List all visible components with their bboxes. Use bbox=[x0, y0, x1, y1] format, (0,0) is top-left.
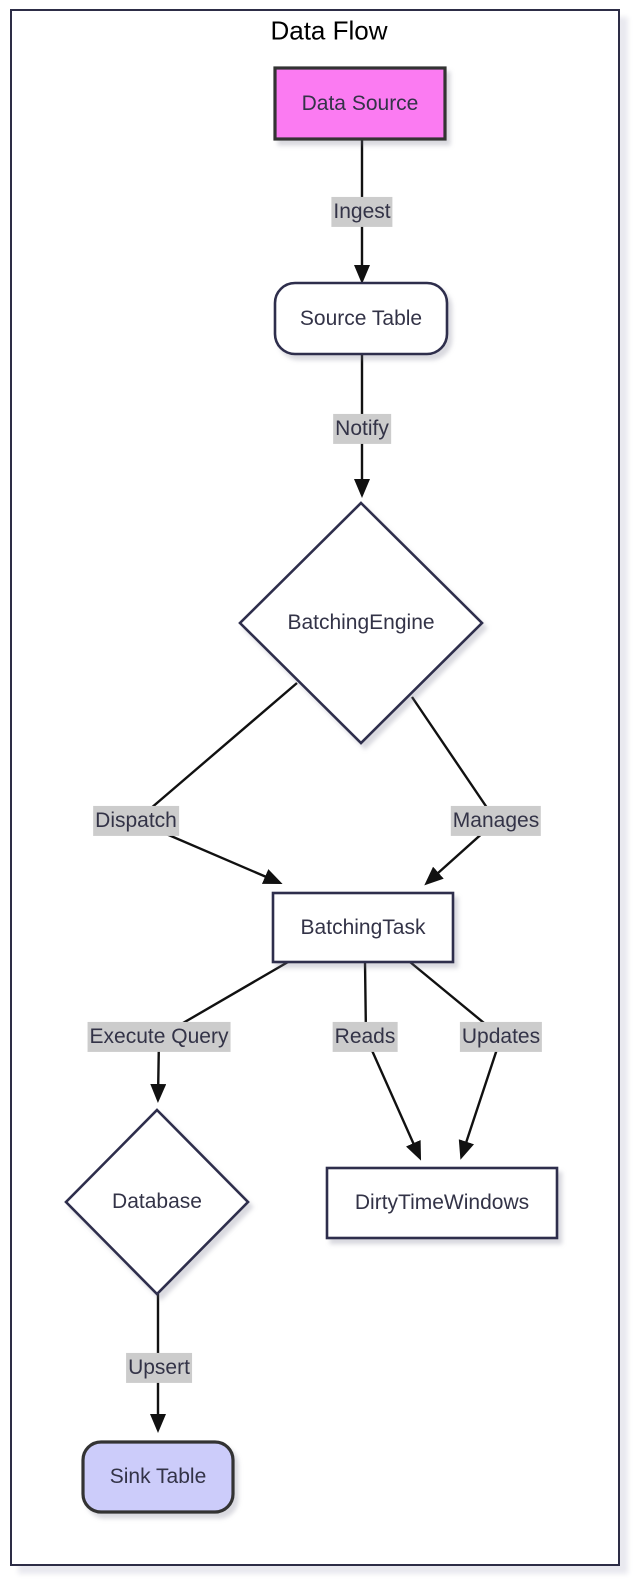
node-label-source-table: Source Table bbox=[299, 307, 423, 330]
node-label-database: Database bbox=[112, 1190, 202, 1213]
node-database bbox=[64, 1108, 250, 1296]
edge-label-manages: Manages bbox=[450, 805, 542, 837]
edge-updates bbox=[409, 961, 503, 1160]
node-batching-engine bbox=[238, 501, 484, 745]
edge-label-execute-query: Execute Query bbox=[87, 1021, 231, 1053]
node-label-batching-task: BatchingTask bbox=[300, 916, 426, 939]
edge-reads bbox=[363, 961, 422, 1161]
node-batching-task bbox=[271, 891, 455, 964]
node-dirty-time-windows bbox=[325, 1166, 559, 1240]
node-source-table bbox=[273, 281, 449, 356]
node-label-dirty-time-windows: DirtyTimeWindows bbox=[354, 1191, 530, 1214]
edge-label-upsert: Upsert bbox=[126, 1352, 192, 1384]
node-label-batching-engine: BatchingEngine bbox=[287, 611, 435, 634]
diagram-title: Data Flow bbox=[270, 15, 388, 46]
node-data-source bbox=[273, 66, 447, 141]
edge-label-dispatch: Dispatch bbox=[93, 805, 179, 837]
edge-manages bbox=[411, 696, 498, 886]
edge-dispatch bbox=[133, 682, 298, 884]
node-label-sink-table: Sink Table bbox=[109, 1465, 207, 1488]
edge-label-reads: Reads bbox=[332, 1021, 398, 1053]
edge-label-notify: Notify bbox=[333, 413, 391, 445]
edge-label-ingest: Ingest bbox=[331, 196, 393, 228]
edge-label-updates: Updates bbox=[459, 1021, 543, 1053]
node-label-data-source: Data Source bbox=[301, 92, 419, 115]
node-sink-table bbox=[81, 1440, 235, 1514]
diagram-frame bbox=[10, 9, 620, 1566]
